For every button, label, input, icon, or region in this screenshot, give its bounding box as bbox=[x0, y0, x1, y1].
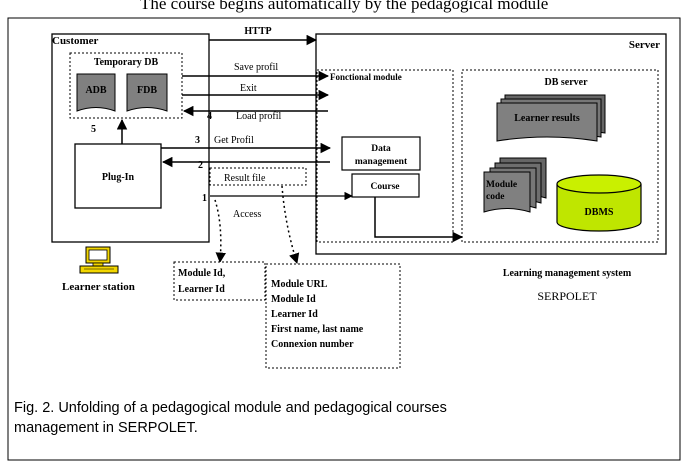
large-callout-line: Learner Id bbox=[271, 309, 318, 320]
arrow-3-number: 3 bbox=[195, 135, 200, 146]
arrow-4-number: 4 bbox=[207, 111, 212, 122]
large-callout-lines: Module URL Module Id Learner Id First name,… bbox=[271, 279, 364, 350]
temporary-db-box bbox=[69, 52, 183, 119]
small-callout-line1: Module Id, bbox=[178, 268, 226, 279]
data-management-line1: Data bbox=[371, 144, 391, 154]
save-profil-label: Save profil bbox=[234, 62, 278, 73]
get-profil-label: Get Profil bbox=[214, 135, 254, 146]
db-server-box bbox=[461, 69, 659, 243]
lms-name: SERPOLET bbox=[537, 289, 597, 303]
dbms-cylinder-top bbox=[556, 174, 642, 194]
result-file-box bbox=[209, 167, 307, 186]
functional-module-box bbox=[316, 69, 454, 243]
adb-shape bbox=[76, 73, 116, 112]
large-callout-box bbox=[265, 263, 401, 369]
temporary-db-title: Temporary DB bbox=[94, 57, 159, 68]
exit-label: Exit bbox=[240, 83, 257, 94]
module-code-line1: Module bbox=[486, 180, 517, 190]
caption-line1: Fig. 2. Unfolding of a pedagogical modul… bbox=[14, 400, 447, 416]
result-file-label: Result file bbox=[224, 173, 266, 184]
large-callout-line: Module Id bbox=[271, 294, 316, 305]
figure-frame bbox=[7, 17, 681, 461]
plugin-label: Plug-In bbox=[102, 172, 135, 183]
arrow-5-number: 5 bbox=[91, 124, 96, 135]
course-box bbox=[351, 173, 420, 198]
customer-title: Customer bbox=[52, 35, 99, 47]
db-server-title: DB server bbox=[544, 77, 588, 88]
fdb-shape bbox=[126, 73, 168, 112]
dbms-label: DBMS bbox=[585, 207, 614, 218]
data-management-line2: management bbox=[355, 157, 408, 167]
connector-to-large-callout bbox=[281, 185, 300, 265]
course-label: Course bbox=[370, 182, 399, 192]
plugin-box bbox=[74, 143, 162, 209]
connector-to-small-callout bbox=[214, 199, 226, 264]
large-callout-line: Connexion number bbox=[271, 339, 354, 350]
functional-module-title: Fonctional module bbox=[330, 72, 402, 82]
course-to-db-arrow bbox=[374, 197, 464, 243]
learner-results-shape bbox=[496, 102, 598, 142]
dbms-cylinder-body bbox=[556, 184, 642, 232]
module-code-shape bbox=[483, 171, 531, 213]
module-code-line2: code bbox=[486, 192, 504, 202]
learner-station-label: Learner station bbox=[62, 281, 135, 293]
top-clipped-text: The course begins automatically by the p… bbox=[140, 0, 548, 13]
fdb-label: FDB bbox=[137, 85, 157, 96]
http-label: HTTP bbox=[244, 26, 271, 37]
small-callout-box bbox=[173, 261, 266, 301]
caption-line2: management in SERPOLET. bbox=[14, 420, 198, 436]
learner-results-label: Learner results bbox=[514, 113, 580, 124]
large-callout-line: Module URL bbox=[271, 279, 328, 290]
computer-icon bbox=[79, 246, 119, 274]
server-title: Server bbox=[629, 39, 660, 51]
arrow-1-number: 1 bbox=[202, 193, 207, 204]
arrow-2-number: 2 bbox=[198, 160, 203, 171]
load-profil-label: Load profil bbox=[236, 111, 281, 122]
small-callout-line2: Learner Id bbox=[178, 284, 225, 295]
adb-label: ADB bbox=[85, 85, 106, 96]
data-management-box bbox=[341, 136, 421, 171]
lms-label: Learning management system bbox=[503, 268, 632, 279]
access-label: Access bbox=[233, 209, 261, 220]
large-callout-line: First name, last name bbox=[271, 324, 364, 335]
